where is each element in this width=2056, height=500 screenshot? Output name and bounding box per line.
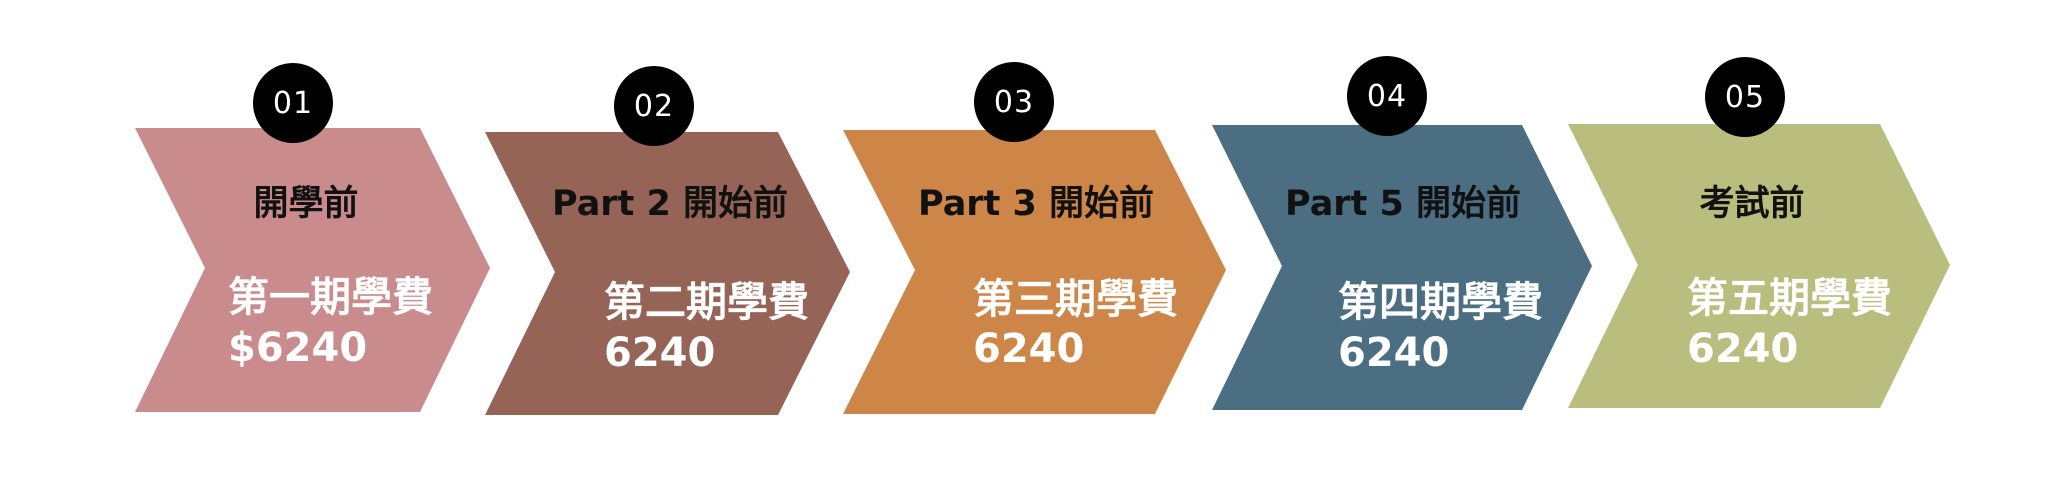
step-5-arrow-shape xyxy=(1568,124,1950,408)
step-2-number-badge: 02 xyxy=(614,66,694,146)
step-1-fee-amount: $6240 xyxy=(228,325,368,371)
step-2-fee-label: 第二期學費 xyxy=(604,278,809,326)
step-2-heading: Part 2 開始前 xyxy=(551,184,789,224)
step-3-number-badge: 03 xyxy=(974,62,1054,142)
step-2-arrow-shape xyxy=(485,132,850,415)
step-4-fee-amount: 6240 xyxy=(1338,330,1450,376)
step-2-fee-amount: 6240 xyxy=(604,330,716,376)
step-1-arrow-shape xyxy=(135,128,490,412)
step-3-fee-amount: 6240 xyxy=(973,326,1085,372)
step-5-number-badge: 05 xyxy=(1705,57,1785,137)
step-4-fee-label: 第四期學費 xyxy=(1338,278,1543,326)
step-5-fee-amount: 6240 xyxy=(1687,326,1799,372)
step-4-heading: Part 5 開始前 xyxy=(1284,184,1522,224)
step-1-fee-label: 第一期學費 xyxy=(228,273,433,321)
step-5-fee-label: 第五期學費 xyxy=(1687,274,1892,322)
step-5-heading: 考試前 xyxy=(1699,184,1805,224)
step-3-heading: Part 3 開始前 xyxy=(917,184,1155,224)
step-3-fee-label: 第三期學費 xyxy=(973,275,1178,323)
step-1-number-badge: 01 xyxy=(253,63,333,143)
step-1-heading: 開學前 xyxy=(253,184,359,224)
step-3-arrow-shape xyxy=(843,130,1226,414)
step-4-number-badge: 04 xyxy=(1347,56,1427,136)
step-4-arrow-shape xyxy=(1212,125,1592,410)
